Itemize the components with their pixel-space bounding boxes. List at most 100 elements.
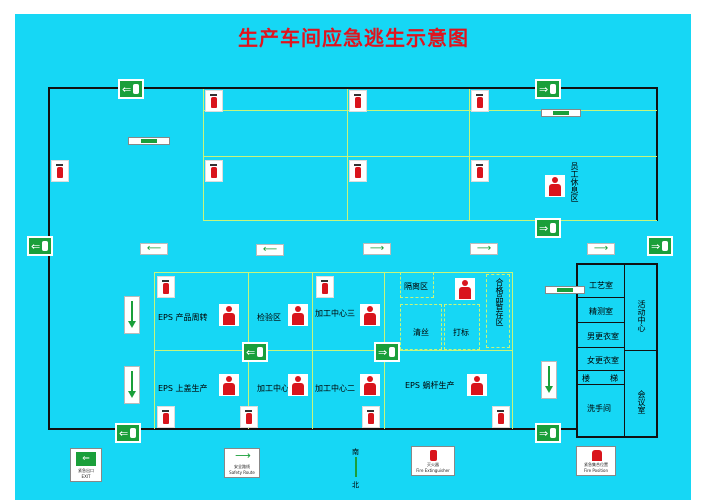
room-label: 加工中心二 bbox=[315, 384, 355, 393]
room-label: 检验区 bbox=[257, 313, 281, 322]
qualified-temp-zone bbox=[486, 274, 510, 348]
office-wall-top bbox=[576, 263, 658, 265]
office-divider bbox=[576, 370, 624, 371]
room-label: 男更衣室 bbox=[587, 332, 619, 341]
office-divider bbox=[576, 347, 624, 348]
zone-line bbox=[469, 89, 470, 221]
fire-extinguisher-icon bbox=[157, 406, 175, 428]
room-label: 清丝 bbox=[413, 328, 429, 337]
room-label: 精测室 bbox=[589, 307, 613, 316]
room-label: 工艺室 bbox=[589, 281, 613, 290]
exit-sign-icon: ⇐ bbox=[27, 236, 53, 256]
exit-sign-icon: ⇒ bbox=[535, 423, 561, 443]
fire-extinguisher-icon bbox=[240, 406, 258, 428]
room-label: 梯 bbox=[610, 374, 618, 383]
exit-sign-icon: ⇒ bbox=[535, 79, 561, 99]
room-label: 打标 bbox=[453, 328, 469, 337]
direction-arrow-icon bbox=[124, 296, 140, 334]
cleaning-zone bbox=[400, 304, 442, 350]
zone-line bbox=[154, 272, 155, 429]
page-title: 生产车间应急逃生示意图 bbox=[238, 26, 469, 50]
fire-extinguisher-icon bbox=[157, 276, 175, 298]
compass-needle bbox=[355, 457, 357, 477]
zone-line bbox=[203, 89, 204, 221]
person-icon bbox=[288, 374, 308, 396]
fire-extinguisher-icon bbox=[205, 160, 223, 182]
exit-sign-icon: ⇒ bbox=[374, 342, 400, 362]
legend-caption: 紧急集合位置 bbox=[584, 462, 608, 467]
room-label: EPS 产品周转 bbox=[158, 313, 208, 322]
zone-line bbox=[203, 156, 657, 157]
room-label: 女更衣室 bbox=[587, 356, 619, 365]
direction-arrow-icon: ⟶ bbox=[235, 449, 251, 462]
legend-caption: Fire Position bbox=[584, 468, 608, 473]
direction-arrow-icon bbox=[124, 366, 140, 404]
room-label: EPS 上盖生产 bbox=[158, 384, 208, 393]
fire-extinguisher-icon bbox=[349, 160, 367, 182]
person-icon bbox=[592, 450, 602, 461]
exit-sign-icon: ⇐ bbox=[76, 452, 96, 466]
office-divider bbox=[624, 350, 658, 351]
room-label: EPS 蜗杆生产 bbox=[405, 381, 455, 390]
zone-line bbox=[203, 220, 657, 221]
exit-sign-icon: ⇐ bbox=[242, 342, 268, 362]
zone-line bbox=[512, 272, 513, 429]
outer-wall-left bbox=[48, 87, 50, 429]
legend-exit: ⇐ 紧急出口 EXIT bbox=[70, 448, 102, 482]
zone-line bbox=[312, 272, 313, 429]
office-wall-left bbox=[576, 263, 578, 437]
room-label: 隔离区 bbox=[404, 282, 428, 291]
exit-sign-icon: ⇐ bbox=[115, 423, 141, 443]
fire-extinguisher-icon bbox=[205, 90, 223, 112]
direction-arrow-icon: ⟶ bbox=[587, 243, 615, 255]
marking-zone bbox=[444, 304, 480, 350]
overhead-sign bbox=[541, 109, 581, 117]
exit-sign-icon: ⇒ bbox=[647, 236, 673, 256]
fire-extinguisher-icon bbox=[430, 450, 437, 461]
room-label: 加工中心一 bbox=[257, 384, 297, 393]
fire-extinguisher-icon bbox=[349, 90, 367, 112]
zone-line bbox=[203, 110, 657, 111]
fire-extinguisher-icon bbox=[471, 90, 489, 112]
fire-extinguisher-icon bbox=[316, 276, 334, 298]
person-icon bbox=[360, 374, 380, 396]
legend-assembly: 紧急集合位置 Fire Position bbox=[576, 446, 616, 476]
outer-wall-top bbox=[48, 87, 657, 89]
exit-sign-icon: ⇐ bbox=[118, 79, 144, 99]
room-label: 加工中心三 bbox=[315, 309, 355, 318]
outer-wall-bottom bbox=[48, 428, 576, 430]
legend-caption: 灭火器 bbox=[427, 462, 439, 467]
legend-caption: EXIT bbox=[81, 474, 91, 479]
room-label: 会议室 bbox=[637, 390, 646, 414]
office-wall-bottom bbox=[576, 436, 658, 438]
person-icon bbox=[219, 374, 239, 396]
legend-route: ⟶ 安全路线 Safety Route bbox=[224, 448, 260, 478]
office-divider bbox=[576, 384, 624, 385]
fire-extinguisher-icon bbox=[471, 160, 489, 182]
compass-south: 南 bbox=[352, 448, 359, 456]
person-icon bbox=[455, 278, 475, 300]
fire-extinguisher-icon bbox=[492, 406, 510, 428]
room-label: 合格品暂存区 bbox=[495, 278, 504, 326]
outer-wall-right-upper bbox=[656, 87, 658, 221]
isolation-zone bbox=[400, 272, 434, 298]
person-icon bbox=[360, 304, 380, 326]
zone-line bbox=[154, 272, 513, 273]
exit-sign-icon: ⇒ bbox=[535, 218, 561, 238]
compass-north: 北 bbox=[352, 481, 359, 489]
direction-arrow-icon bbox=[541, 361, 557, 399]
office-divider bbox=[576, 297, 624, 298]
office-divider bbox=[576, 322, 624, 323]
zone-line bbox=[347, 89, 348, 221]
zone-line bbox=[154, 350, 513, 351]
person-icon bbox=[467, 374, 487, 396]
fire-extinguisher-icon bbox=[362, 406, 380, 428]
person-icon bbox=[288, 304, 308, 326]
room-label: 洗手间 bbox=[587, 404, 611, 413]
person-icon bbox=[545, 175, 565, 197]
fire-extinguisher-icon bbox=[51, 160, 69, 182]
room-label: 活动中心 bbox=[637, 300, 646, 332]
room-label: 楼 bbox=[582, 374, 590, 383]
direction-arrow-icon: ⟶ bbox=[363, 243, 391, 255]
overhead-sign bbox=[545, 286, 585, 294]
